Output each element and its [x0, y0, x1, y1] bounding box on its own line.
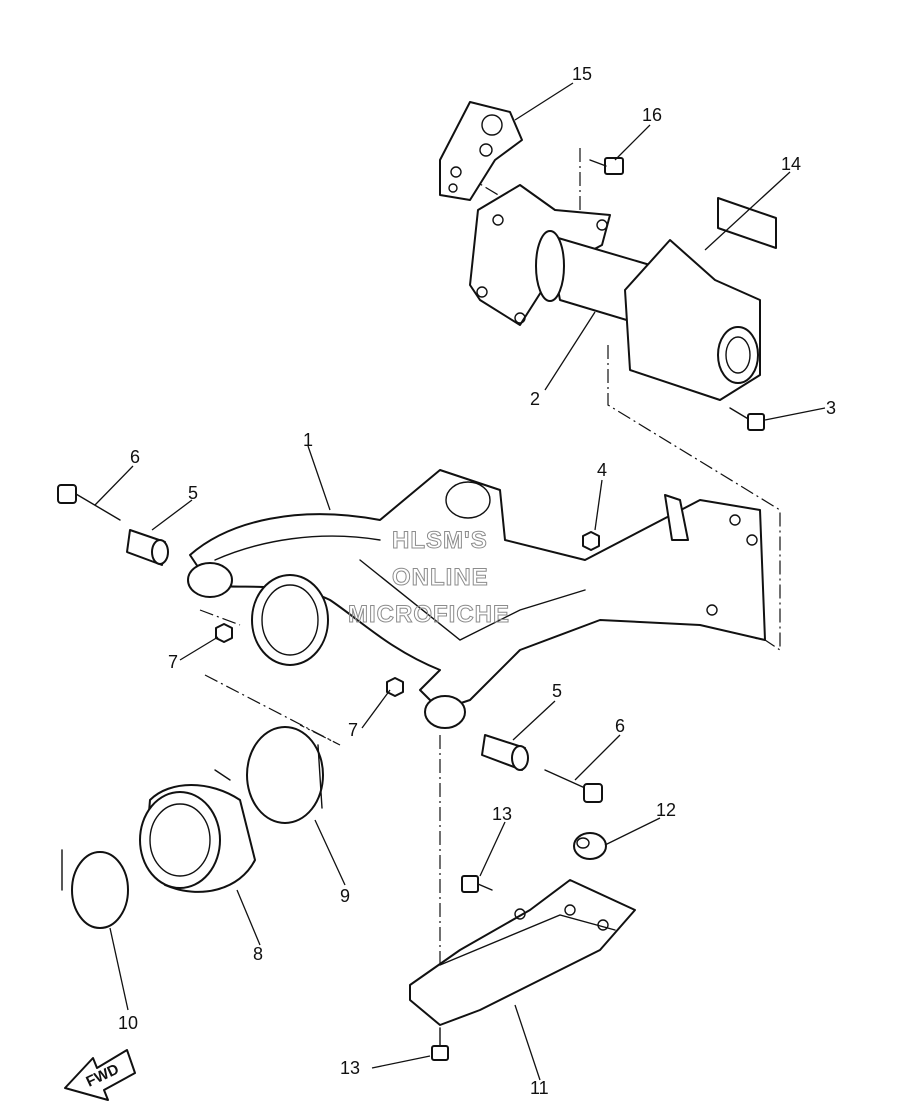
bolt-part-16 [589, 157, 624, 175]
boot-part-8 [139, 769, 256, 893]
callout-6-upper: 6 [130, 447, 140, 467]
damper-part-12 [573, 832, 607, 860]
callout-11: 11 [530, 1078, 549, 1098]
callout-7-lower: 7 [348, 720, 358, 740]
skid-plate-part-11 [409, 879, 636, 1026]
bolt-part-13-upper [461, 875, 493, 893]
callout-15: 15 [572, 64, 592, 84]
nut-part-7-upper [215, 623, 233, 643]
watermark-line-2: ONLINE [392, 564, 489, 591]
callout-4: 4 [597, 460, 607, 480]
bolt-part-13-lower [431, 1027, 449, 1061]
callout-3: 3 [826, 398, 836, 418]
watermark-line-1: HLSM'S [392, 527, 488, 554]
fwd-arrow-icon: FWD [64, 1049, 136, 1101]
bracket-part-15 [439, 101, 523, 201]
swing-arm-part-1 [187, 469, 766, 729]
callout-8: 8 [253, 944, 263, 964]
nut-part-7-lower [386, 677, 404, 697]
callout-1: 1 [303, 430, 313, 450]
callout-9: 9 [340, 886, 350, 906]
band-part-9 [246, 726, 324, 824]
callout-13-upper: 13 [492, 804, 512, 824]
callout-14: 14 [781, 154, 801, 174]
callout-10: 10 [118, 1013, 138, 1033]
bolt-part-3 [729, 407, 765, 431]
leader-lines [94, 82, 826, 1081]
callout-7-upper: 7 [168, 652, 178, 672]
clamp-part-10 [61, 849, 129, 929]
bushing-part-5-upper [126, 529, 169, 566]
bushing-part-5-lower [481, 734, 529, 771]
callout-16: 16 [642, 105, 662, 125]
bolt-part-6-upper [57, 484, 121, 521]
label-plate-part-14 [717, 197, 777, 249]
callout-12: 12 [656, 800, 676, 820]
callout-5-upper: 5 [188, 483, 198, 503]
callout-6-lower: 6 [615, 716, 625, 736]
callout-labels: 1 2 3 4 5 5 6 6 7 7 8 9 10 11 12 13 13 1… [118, 64, 836, 1098]
watermark-line-3: MICROFICHE [348, 601, 510, 628]
watermark: HLSM'S ONLINE MICROFICHE [348, 527, 510, 629]
nut-part-4 [582, 531, 600, 551]
callout-13-lower: 13 [340, 1058, 360, 1078]
callout-5-lower: 5 [552, 681, 562, 701]
callout-2: 2 [530, 389, 540, 409]
bolt-part-6-lower [544, 769, 603, 803]
axle-housing-part-2 [469, 184, 761, 401]
